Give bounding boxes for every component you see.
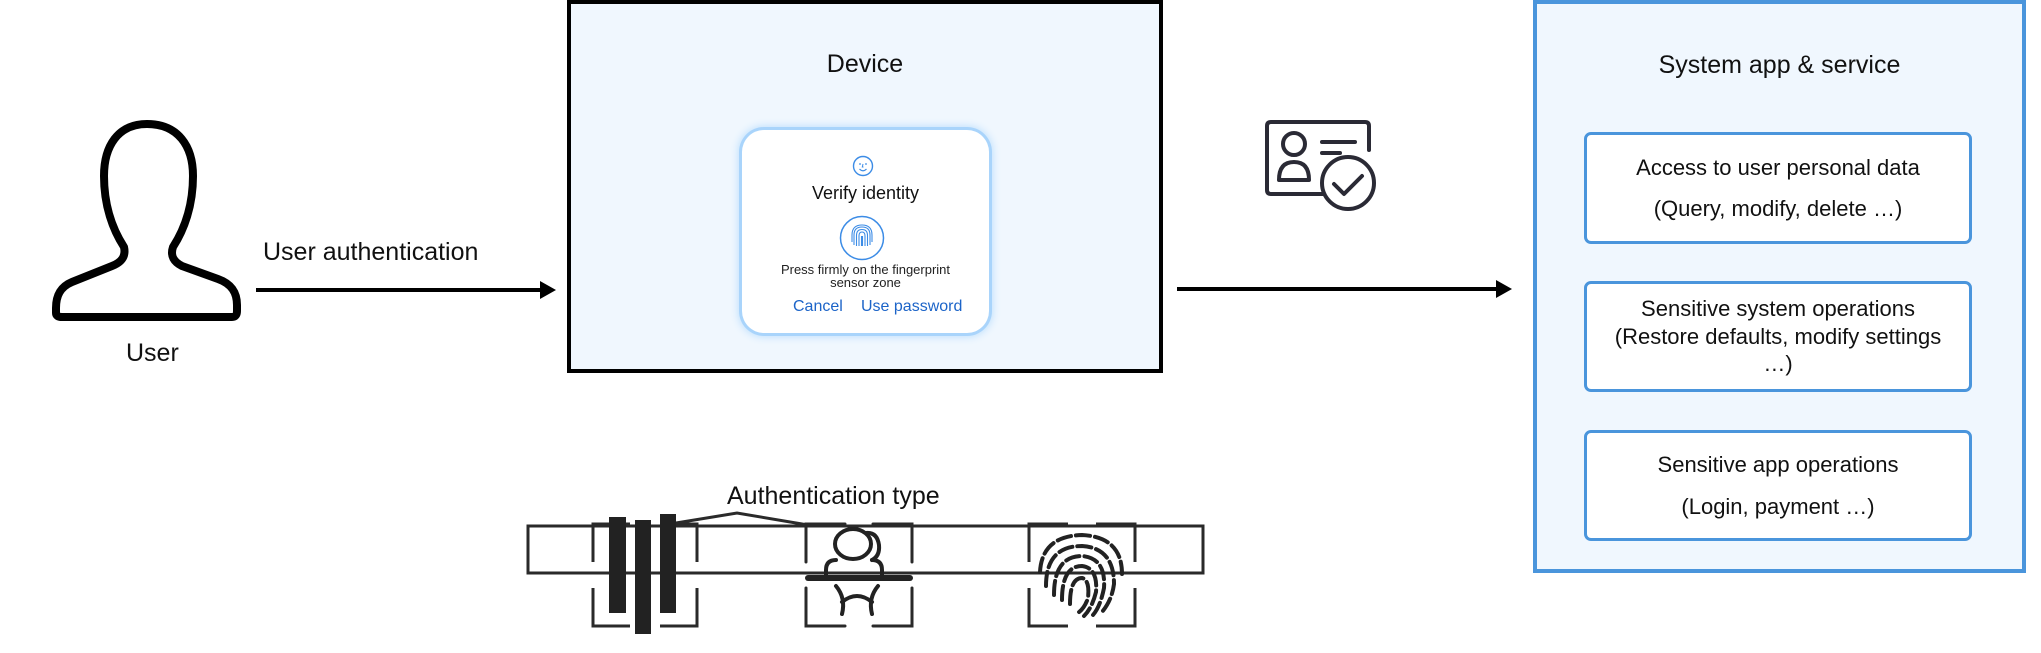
operation-detail-cont: …) [1763,351,1793,377]
authentication-type-label: Authentication type [727,482,940,510]
device-title: Device [826,50,904,78]
operation-personal-data: Access to user personal data (Query, mod… [1584,132,1972,244]
dialog-title: Verify identity [811,183,920,203]
dialog-message: Press firmly on the fingerprint sensor z… [742,263,989,289]
dialog-message-line2: sensor zone [830,275,901,290]
operation-sensitive-app: Sensitive app operations (Login, payment… [1584,430,1972,541]
cancel-button[interactable]: Cancel [793,298,843,315]
operation-title: Sensitive app operations [1657,452,1899,477]
password-pin-icon [591,514,699,634]
operation-sensitive-system: Sensitive system operations (Restore def… [1584,281,1972,392]
operation-detail: (Restore defaults, modify settings [1614,323,1942,349]
id-card-verified-icon [1265,120,1376,211]
operation-detail: (Query, modify, delete …) [1653,196,1903,221]
face-icon [852,155,874,177]
system-title: System app & service [1658,51,1901,79]
dialog-message-line1: Press firmly on the fingerprint [780,262,951,277]
system-app-service-panel: System app & service Access to user pers… [1533,0,2026,573]
user-authentication-label: User authentication [263,238,479,266]
operation-detail: (Login, payment …) [1681,493,1875,519]
user-label: User [126,339,179,367]
verify-identity-dialog: Verify identity Press firmly on the fing… [742,130,989,333]
fingerprint-icon[interactable] [839,215,885,261]
operation-title: Sensitive system operations [1641,296,1915,322]
fingerprint-type-icon [1027,522,1137,628]
operation-title: Access to user personal data [1636,154,1920,180]
face-recognition-icon [804,522,914,628]
use-password-button[interactable]: Use password [861,298,963,315]
